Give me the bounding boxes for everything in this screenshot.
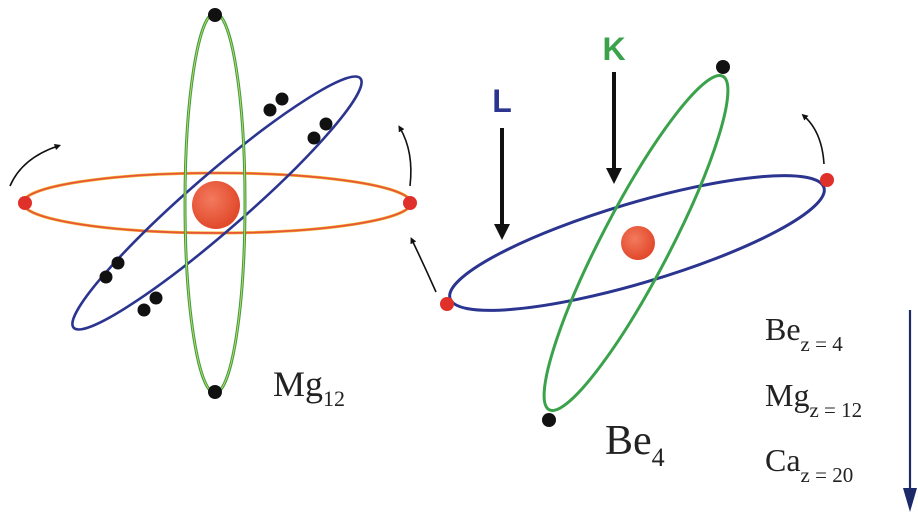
element-list: Bez = 4 Mgz = 12 Caz = 20 — [765, 310, 917, 512]
mg-valence-electron — [403, 196, 417, 210]
mg-nucleus — [192, 181, 240, 229]
increasing-z-arrowhead — [903, 488, 917, 512]
mg-l-electron — [100, 271, 113, 284]
mg-k-electron — [208, 8, 222, 22]
mg-l-electron — [264, 104, 277, 117]
k-shell-label: K — [602, 31, 625, 67]
be-nucleus — [621, 226, 655, 260]
mg-l-electron — [112, 257, 125, 270]
mg-l-electron — [276, 93, 289, 106]
be-l-electron — [820, 173, 834, 187]
magnesium-atom: Mg12 — [10, 8, 417, 411]
mg-rotation-arrow — [400, 128, 411, 186]
mg-l-electron — [150, 292, 163, 305]
mg-l-electron — [320, 118, 333, 131]
mg-l-electron — [138, 304, 151, 317]
mg-label: Mg12 — [273, 364, 345, 411]
be-rotation-arrow — [412, 240, 436, 292]
be-label: Be4 — [605, 418, 665, 472]
be-k-electron — [542, 413, 556, 427]
mg-rotation-arrow — [10, 146, 58, 186]
be-l-electron — [440, 297, 454, 311]
element-list-item-mg: Mgz = 12 — [765, 377, 862, 422]
mg-k-electron — [208, 385, 222, 399]
l-shell-label: L — [492, 83, 512, 119]
mg-l-electron — [308, 132, 321, 145]
mg-valence-electron — [18, 196, 32, 210]
element-list-item-ca: Caz = 20 — [765, 442, 853, 487]
be-k-electron — [716, 60, 730, 74]
be-rotation-arrow — [804, 116, 824, 164]
element-list-item-be: Bez = 4 — [765, 311, 843, 356]
